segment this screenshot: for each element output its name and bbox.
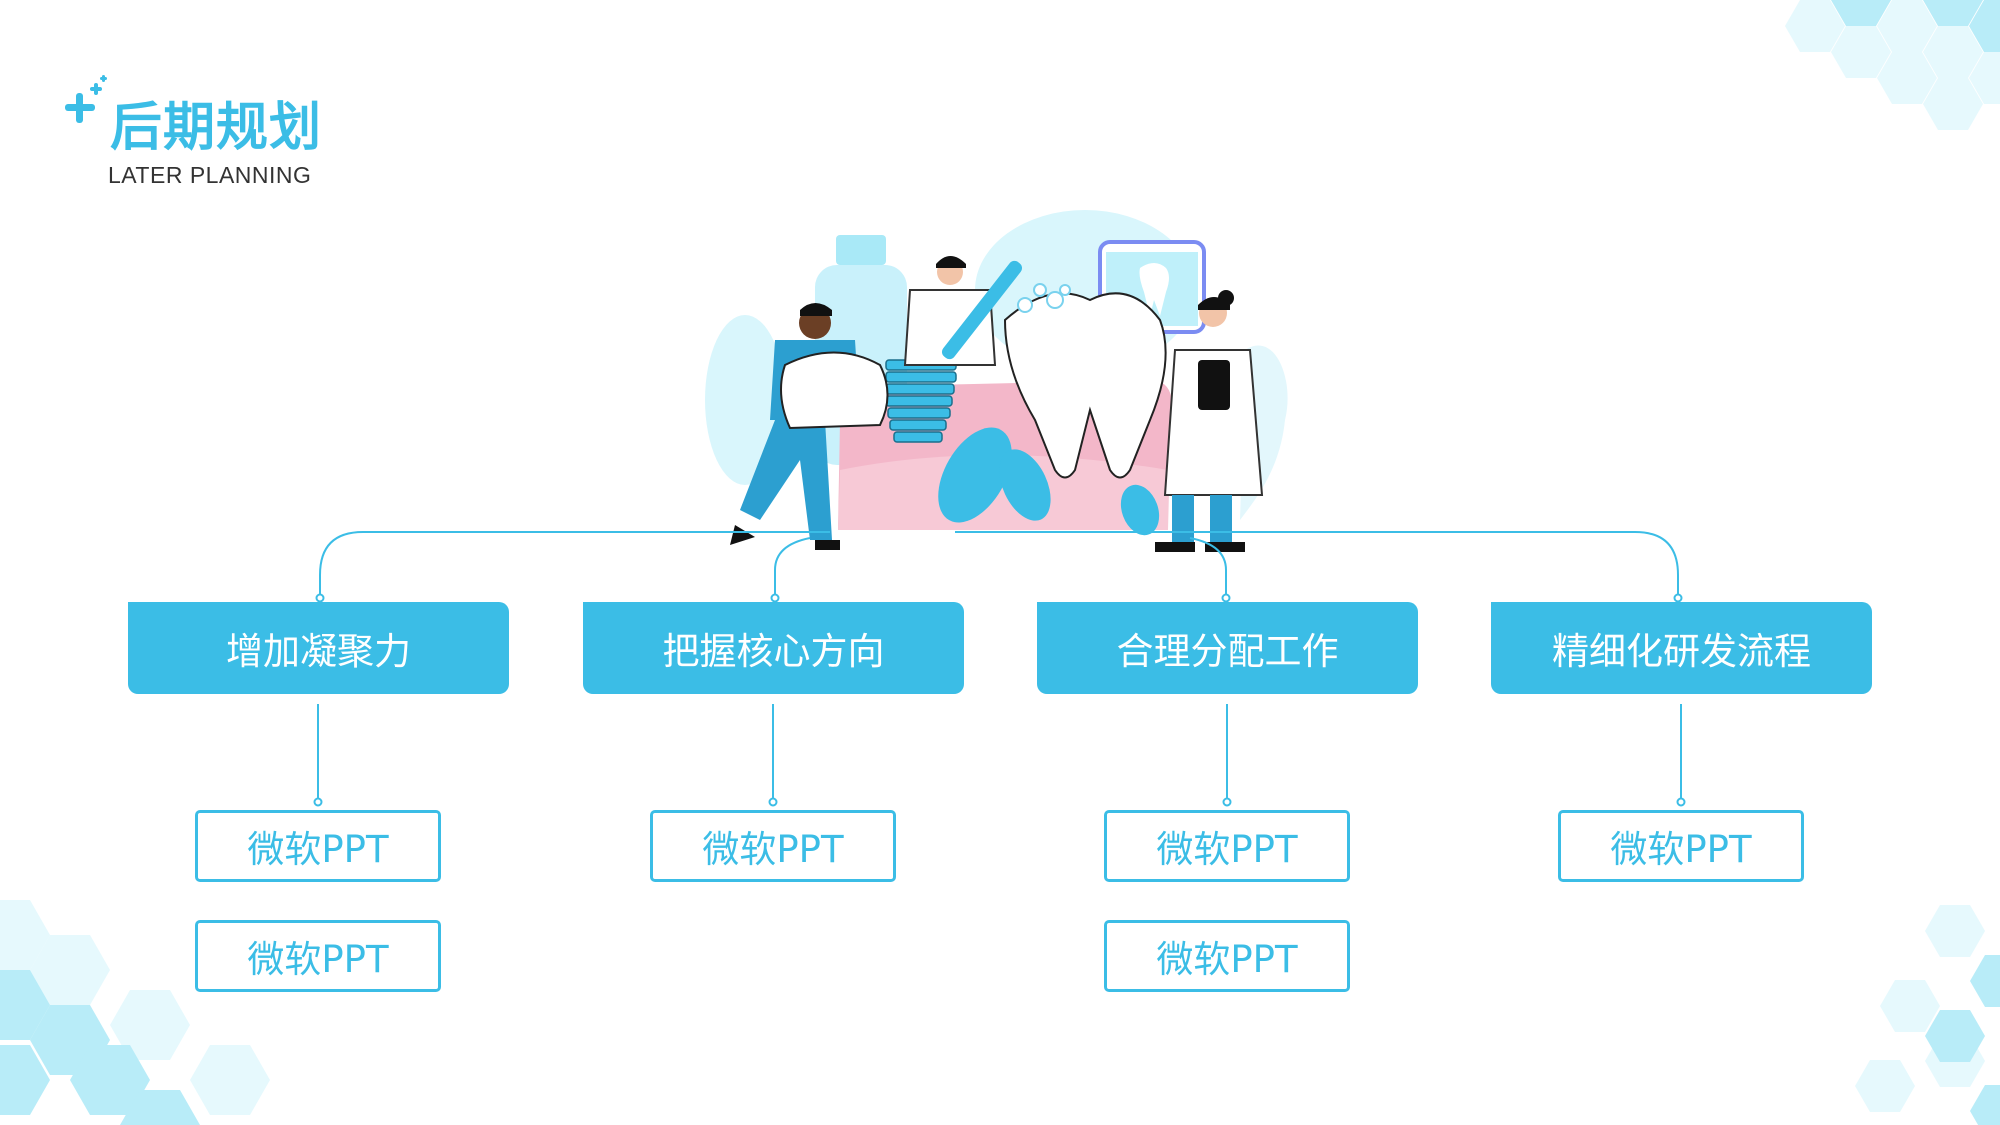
page-title: 后期规划 xyxy=(110,98,323,158)
branch-1-item-1: 微软PPT xyxy=(195,810,441,882)
branch-head-1: 增加凝聚力 xyxy=(128,602,509,694)
branch-3-item-2: 微软PPT xyxy=(1104,920,1350,992)
branch-head-4: 精细化研发流程 xyxy=(1491,602,1872,694)
branch-2-item-1: 微软PPT xyxy=(650,810,896,882)
branch-head-2: 把握核心方向 xyxy=(583,602,964,694)
page-subtitle: LATER PLANNING xyxy=(108,162,312,188)
branch-head-3: 合理分配工作 xyxy=(1037,602,1418,694)
branch-3-item-1: 微软PPT xyxy=(1104,810,1350,882)
branch-1-item-2: 微软PPT xyxy=(195,920,441,992)
branch-4-item-1: 微软PPT xyxy=(1558,810,1804,882)
